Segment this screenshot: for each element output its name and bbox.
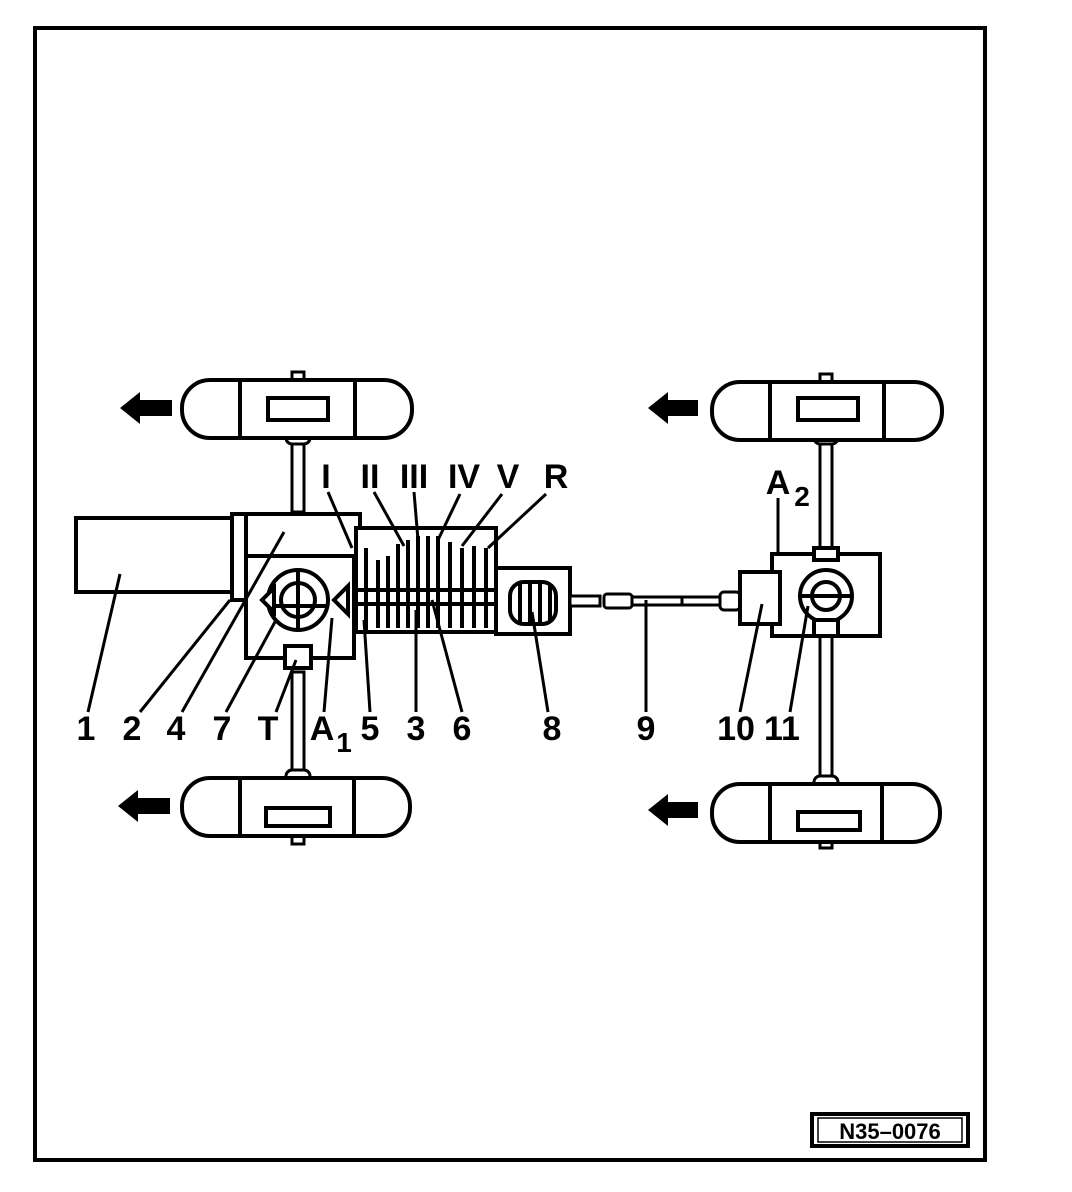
- gear-label-1: I: [321, 458, 330, 496]
- wheel-front-right: [180, 776, 412, 838]
- component-label-4: 4: [167, 710, 186, 748]
- gear-label-5: V: [497, 458, 520, 496]
- direction-arrow-icon: [648, 392, 698, 424]
- wheel-rear-right: [710, 782, 942, 844]
- component-label-t: T: [258, 710, 279, 748]
- rear-differential-housing: [738, 546, 882, 638]
- component-label-8: 8: [543, 710, 562, 748]
- axle-label-subscript: 2: [794, 481, 810, 512]
- component-label-9: 9: [637, 710, 656, 748]
- gearbox: [354, 526, 498, 634]
- component-label-a-subscript: 1: [336, 727, 352, 758]
- front-differential: [259, 568, 350, 670]
- gear-label-2: II: [361, 458, 380, 496]
- engine-block: [74, 516, 234, 594]
- figure-code: N35–0076: [839, 1119, 941, 1144]
- propeller-shaft: [568, 590, 742, 612]
- component-label-5: 5: [361, 710, 380, 748]
- axle-label-letter: A: [766, 464, 791, 502]
- figure-code-box: [810, 1112, 970, 1148]
- component-label-a: A: [310, 710, 335, 748]
- component-label-7: 7: [213, 710, 232, 748]
- component-label-11: 11: [764, 710, 800, 748]
- gear-label-3: III: [400, 458, 428, 496]
- component-label-10: 10: [717, 710, 755, 748]
- figure-code-box-inner: [817, 1117, 963, 1143]
- component-label-2: 2: [123, 710, 142, 748]
- component-label-1: 1: [77, 710, 96, 748]
- component-label-3: 3: [407, 710, 426, 748]
- leader-lines: [86, 491, 810, 713]
- wheel-rear-left: [710, 380, 944, 442]
- component-label-6: 6: [453, 710, 472, 748]
- frame-border: [33, 26, 987, 1162]
- direction-arrow-icon: [120, 392, 172, 424]
- gear-label-reverse: R: [544, 458, 569, 496]
- gear-label-4: IV: [448, 458, 480, 496]
- direction-arrow-icon: [648, 794, 698, 826]
- wheel-front-left: [180, 378, 414, 440]
- direction-arrow-icon: [118, 790, 170, 822]
